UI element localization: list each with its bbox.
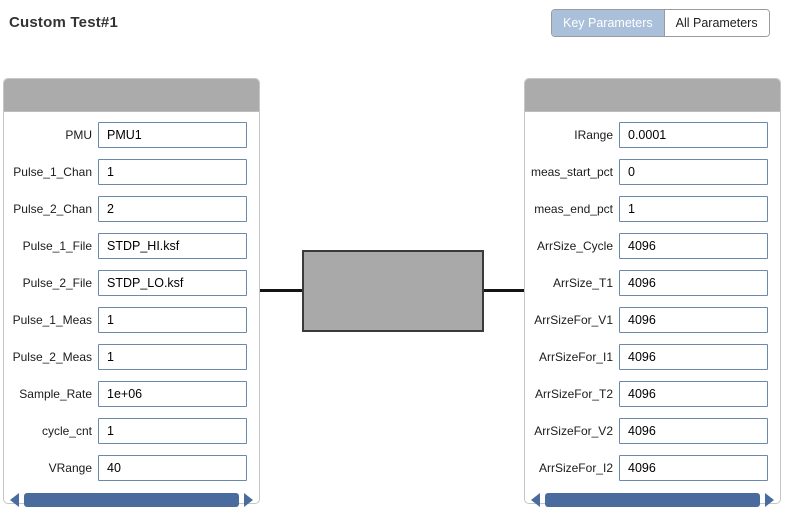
parameter-input[interactable]	[619, 196, 768, 222]
parameter-label: meas_start_pct	[530, 165, 613, 179]
parameter-row: Pulse_2_Chan	[6, 196, 247, 222]
parameter-row: Pulse_2_File	[6, 270, 247, 296]
parameter-input[interactable]	[619, 455, 768, 481]
all-parameters-button[interactable]: All Parameters	[663, 10, 769, 36]
left-connection-wire	[260, 289, 302, 292]
parameter-input[interactable]	[98, 270, 247, 296]
left-parameter-panel: PMU Pulse_1_Chan Pulse_2_Chan Pulse_1_Fi…	[3, 78, 260, 507]
parameter-row: ArrSizeFor_T2	[527, 381, 768, 407]
parameter-label: cycle_cnt	[41, 424, 92, 438]
parameter-label: Pulse_1_Chan	[13, 165, 92, 179]
parameter-label: meas_end_pct	[534, 202, 613, 216]
parameter-label: Pulse_1_File	[22, 239, 92, 253]
parameter-input[interactable]	[98, 344, 247, 370]
parameter-input[interactable]	[98, 381, 247, 407]
parameter-label: ArrSizeFor_V2	[534, 424, 613, 438]
parameter-input[interactable]	[619, 159, 768, 185]
parameter-row: meas_end_pct	[527, 196, 768, 222]
left-panel-horizontal-scrollbar[interactable]	[10, 493, 253, 507]
scroll-right-arrow-icon[interactable]	[765, 493, 774, 507]
scrollbar-track[interactable]	[545, 493, 760, 507]
parameter-input[interactable]	[98, 455, 247, 481]
parameter-label: PMU	[65, 128, 92, 142]
parameter-row: ArrSizeFor_V1	[527, 307, 768, 333]
key-parameters-button[interactable]: Key Parameters	[552, 10, 664, 36]
right-panel-fields: IRange meas_start_pct meas_end_pct ArrSi…	[525, 112, 780, 492]
right-panel-header[interactable]	[525, 79, 780, 112]
parameter-view-toggle: Key Parameters All Parameters	[551, 9, 770, 37]
parameter-label: Pulse_2_Chan	[13, 202, 92, 216]
parameter-row: VRange	[6, 455, 247, 481]
parameter-input[interactable]	[619, 270, 768, 296]
parameter-input[interactable]	[619, 418, 768, 444]
scroll-right-arrow-icon[interactable]	[244, 493, 253, 507]
parameter-row: ArrSize_T1	[527, 270, 768, 296]
parameter-label: ArrSize_T1	[552, 276, 613, 290]
parameter-input[interactable]	[98, 233, 247, 259]
device-block[interactable]	[302, 250, 484, 332]
parameter-input[interactable]	[619, 233, 768, 259]
parameter-label: IRange	[574, 128, 613, 142]
right-panel-horizontal-scrollbar[interactable]	[531, 493, 774, 507]
right-parameter-panel: IRange meas_start_pct meas_end_pct ArrSi…	[524, 78, 781, 507]
parameter-row: ArrSizeFor_I2	[527, 455, 768, 481]
parameter-label: VRange	[48, 461, 92, 475]
parameter-row: Sample_Rate	[6, 381, 247, 407]
parameter-row: ArrSizeFor_I1	[527, 344, 768, 370]
scroll-left-arrow-icon[interactable]	[531, 493, 540, 507]
parameter-input[interactable]	[98, 159, 247, 185]
page-title: Custom Test#1	[9, 14, 119, 31]
parameter-label: ArrSizeFor_V1	[534, 313, 613, 327]
parameter-label: ArrSizeFor_I2	[538, 461, 613, 475]
scrollbar-thumb[interactable]	[24, 493, 239, 507]
parameter-input[interactable]	[98, 307, 247, 333]
parameter-label: ArrSize_Cycle	[536, 239, 613, 253]
left-panel-header[interactable]	[4, 79, 259, 112]
parameter-row: Pulse_1_File	[6, 233, 247, 259]
right-connection-wire	[484, 289, 524, 292]
parameter-row: ArrSize_Cycle	[527, 233, 768, 259]
parameter-input[interactable]	[619, 307, 768, 333]
parameter-row: Pulse_1_Meas	[6, 307, 247, 333]
parameter-row: ArrSizeFor_V2	[527, 418, 768, 444]
parameter-label: ArrSizeFor_I1	[538, 350, 613, 364]
parameter-input[interactable]	[98, 122, 247, 148]
parameter-input[interactable]	[619, 122, 768, 148]
parameter-row: meas_start_pct	[527, 159, 768, 185]
parameter-row: Pulse_2_Meas	[6, 344, 247, 370]
parameter-input[interactable]	[619, 344, 768, 370]
scrollbar-thumb[interactable]	[545, 493, 760, 507]
scrollbar-track[interactable]	[24, 493, 239, 507]
parameter-row: PMU	[6, 122, 247, 148]
parameter-input[interactable]	[619, 381, 768, 407]
left-panel-fields: PMU Pulse_1_Chan Pulse_2_Chan Pulse_1_Fi…	[4, 112, 259, 492]
parameter-label: ArrSizeFor_T2	[534, 387, 613, 401]
scroll-left-arrow-icon[interactable]	[10, 493, 19, 507]
parameter-row: IRange	[527, 122, 768, 148]
parameter-row: cycle_cnt	[6, 418, 247, 444]
parameter-input[interactable]	[98, 418, 247, 444]
parameter-label: Pulse_2_File	[22, 276, 92, 290]
parameter-label: Pulse_1_Meas	[12, 313, 92, 327]
parameter-label: Pulse_2_Meas	[12, 350, 92, 364]
parameter-label: Sample_Rate	[19, 387, 92, 401]
parameter-input[interactable]	[98, 196, 247, 222]
parameter-row: Pulse_1_Chan	[6, 159, 247, 185]
